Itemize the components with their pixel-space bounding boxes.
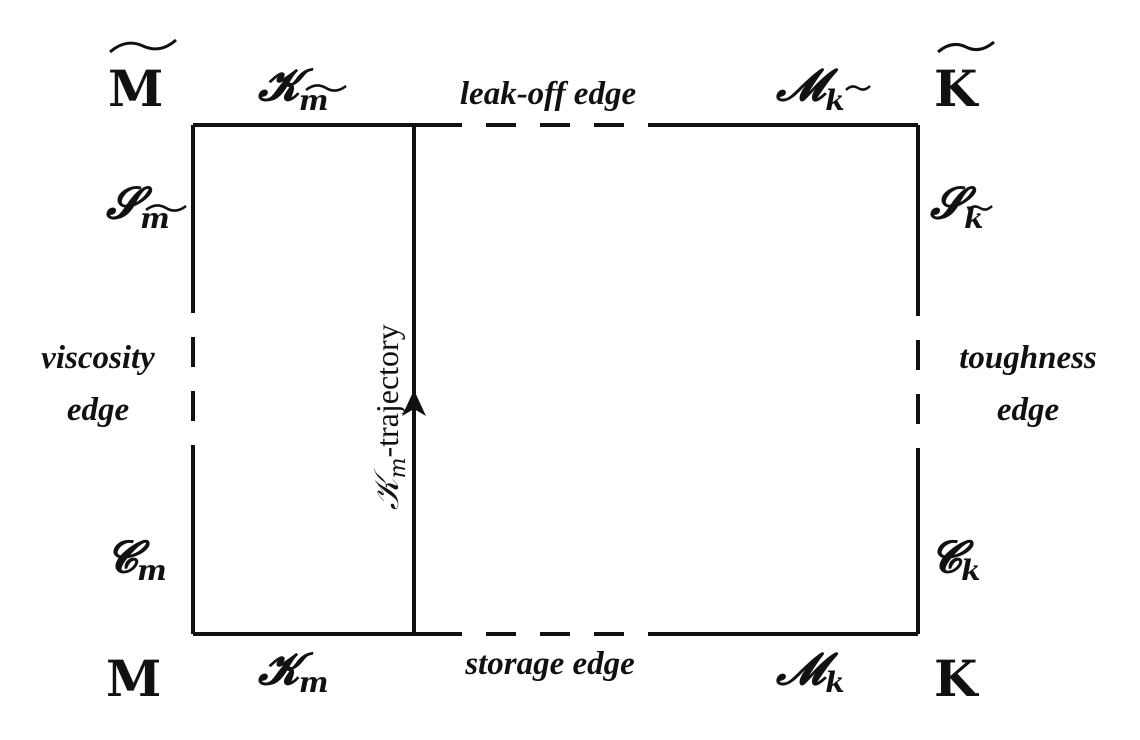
vertex-label-left-lower: 𝓒m [106, 532, 167, 587]
tilde-icon [967, 205, 993, 211]
trajectory: 𝒦m-trajectory [367, 125, 426, 634]
tilde-icon [845, 85, 871, 91]
vertex-label-left-upper: 𝓢m [106, 178, 170, 235]
tilde-icon [937, 40, 995, 54]
edge-label-bottom: storage edge [464, 646, 635, 682]
vertex-labels: 𝓚m 𝓜k 𝓢m 𝓢k 𝓒m 𝓒k 𝓚m [106, 60, 993, 699]
vertex-label-right-lower-sub: k [961, 554, 980, 587]
trajectory-arrow-icon [402, 390, 426, 416]
trajectory-label-suffix: -trajectory [369, 324, 405, 457]
vertex-label-bottom-right: 𝓜k [775, 644, 845, 699]
vertex-label-top-right: 𝓜k [775, 60, 845, 117]
vertex-label-right-lower: 𝓒k [930, 532, 981, 587]
vertex-label-top-right-sub: k [825, 84, 844, 117]
corner-bottom-right: K [934, 649, 979, 708]
vertex-label-bottom-left-sub: m [299, 666, 329, 699]
tilde-icon [145, 204, 187, 212]
tilde-icon [305, 84, 347, 92]
vertex-label-top-left-sub: m [299, 84, 329, 117]
corner-labels: M K M K [106, 38, 995, 708]
corner-top-right: K [934, 59, 979, 118]
vertex-label-left-lower-sub: m [137, 554, 167, 587]
edge-label-right-line1: toughness [959, 340, 1097, 376]
trajectory-label-sub: m [386, 458, 411, 479]
edge-labels: leak-off edge storage edge viscosity edg… [41, 76, 1097, 682]
rectangle-frame [191, 123, 920, 636]
edge-label-right-line2: edge [997, 392, 1059, 428]
vertex-label-bottom-left: 𝓚m [257, 644, 329, 699]
vertex-label-top-left: 𝓚m [257, 60, 329, 117]
tilde-icon [109, 38, 177, 54]
edge-label-left-line2: edge [67, 392, 129, 428]
corner-bottom-left: M [106, 649, 161, 708]
corner-top-left: M [108, 59, 163, 118]
vertex-label-bottom-right-sub: k [825, 666, 844, 699]
edge-label-top: leak-off edge [460, 76, 636, 112]
trajectory-label: 𝒦m-trajectory [367, 324, 411, 510]
edge-label-left-line1: viscosity [41, 340, 155, 376]
